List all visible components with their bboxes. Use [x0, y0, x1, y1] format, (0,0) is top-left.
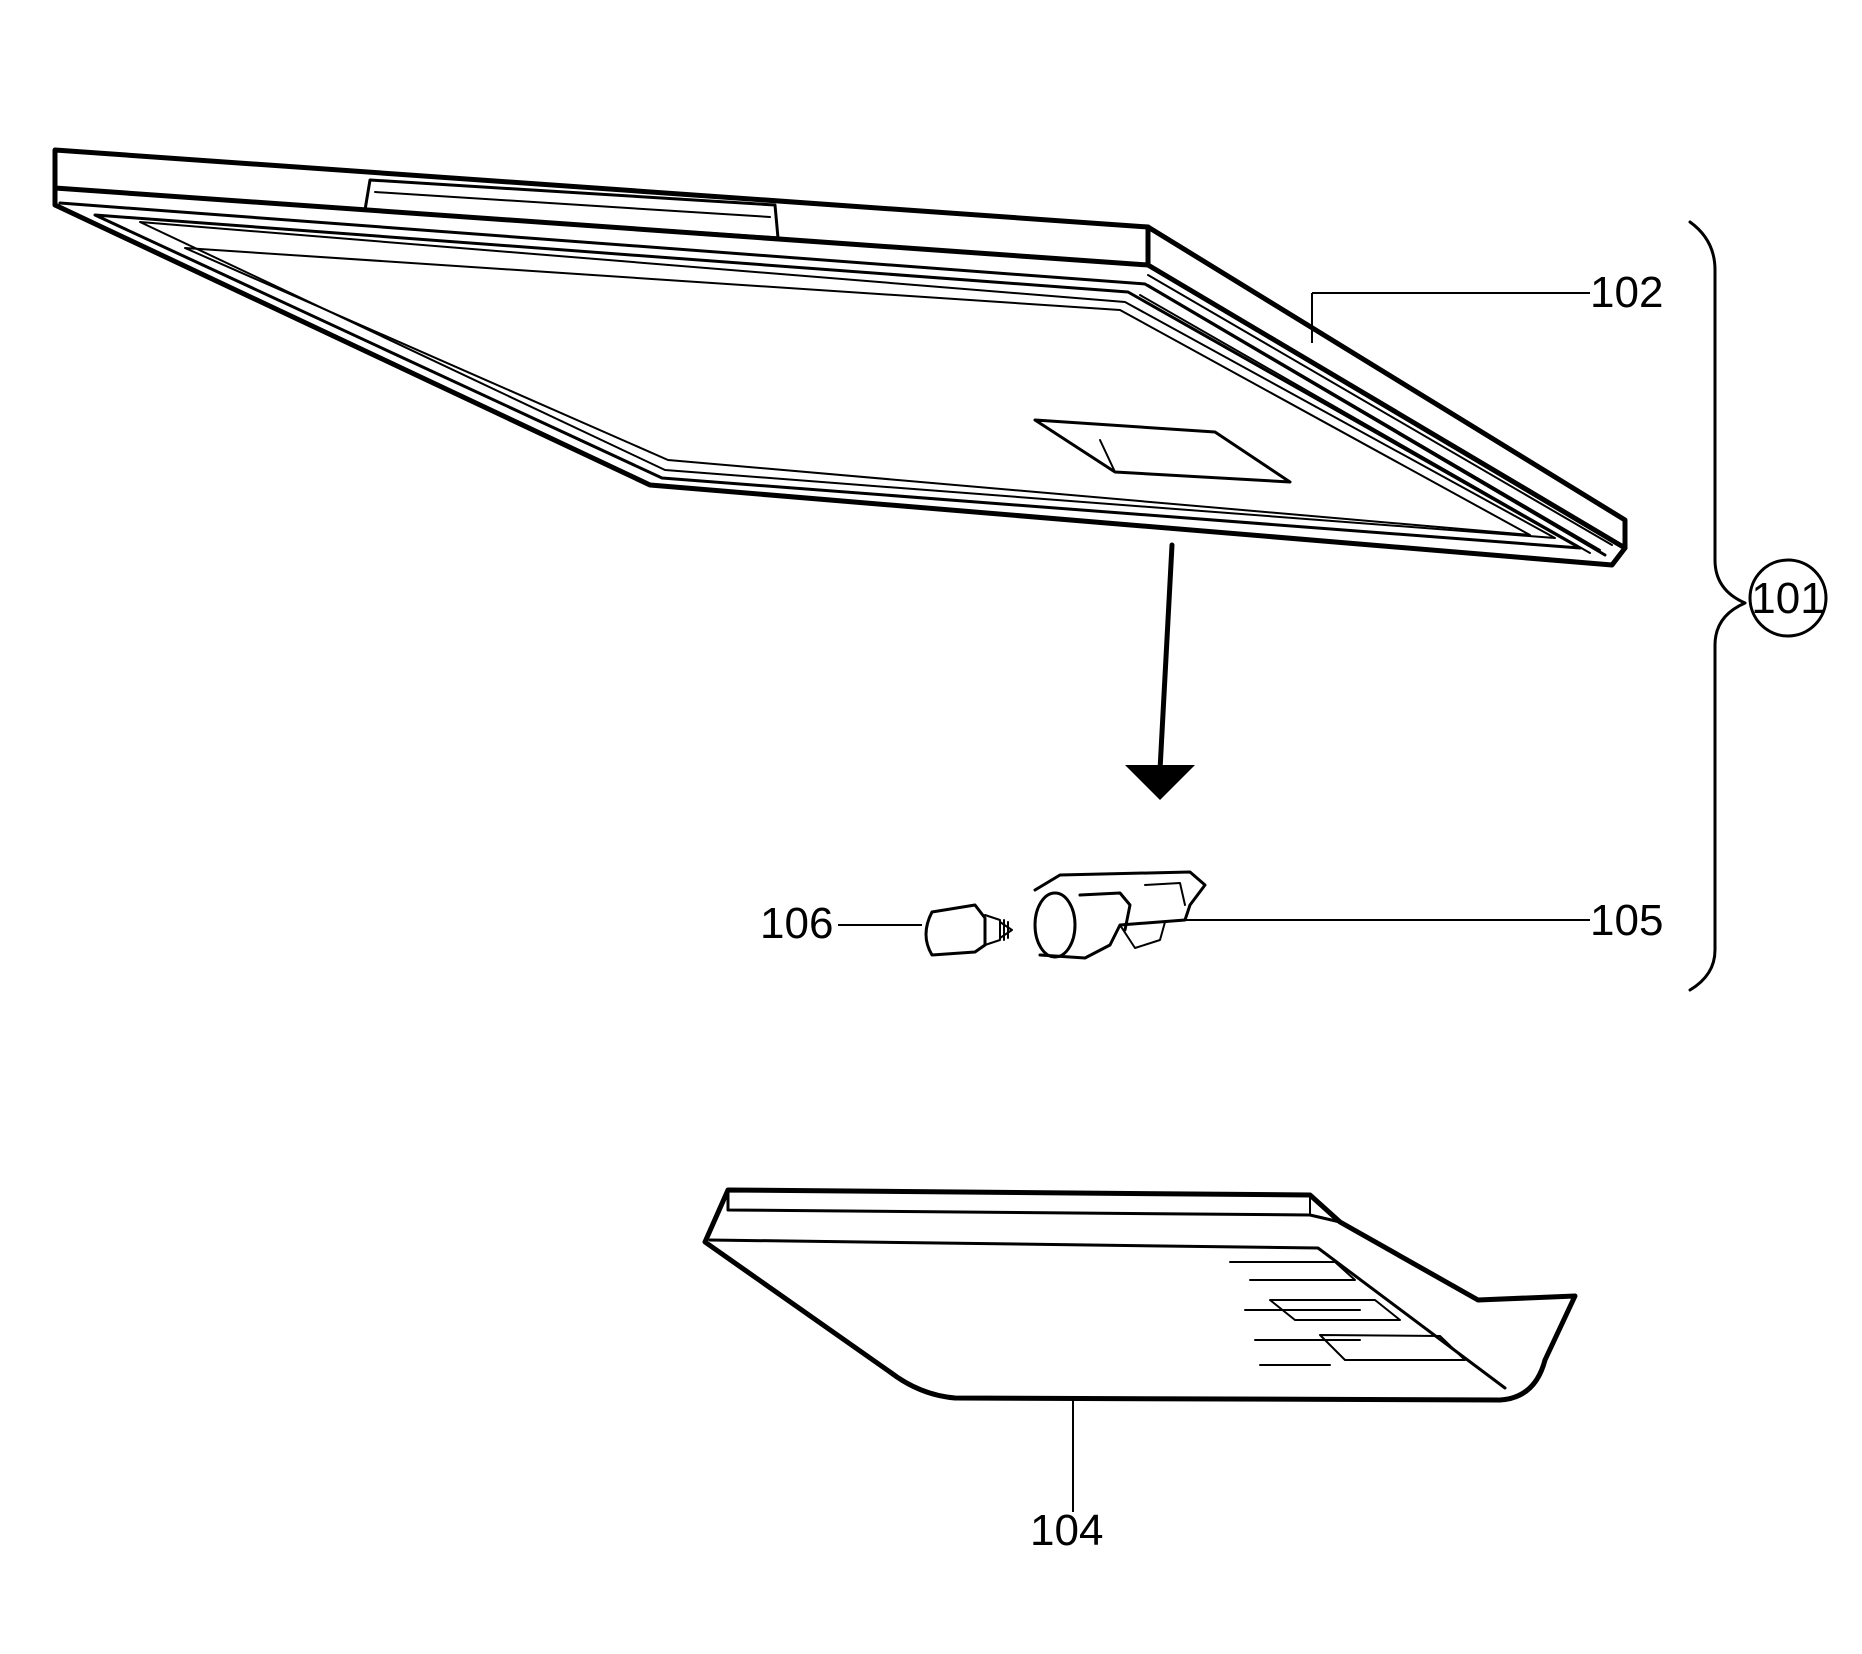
assembly-callout-101: 101 [1748, 558, 1828, 638]
light-cover-104 [702, 1187, 1578, 1403]
label-106: 106 [760, 899, 833, 948]
bulb-106 [924, 903, 1013, 957]
label-102: 102 [1590, 268, 1663, 317]
ceiling-panel-102 [52, 147, 1628, 568]
lamp-socket-105 [1033, 870, 1207, 960]
assembly-arrow [1125, 542, 1195, 800]
label-101: 101 [1751, 574, 1824, 623]
label-104: 104 [1030, 1506, 1103, 1555]
label-105: 105 [1590, 896, 1663, 945]
assembly-bracket [1688, 220, 1747, 992]
